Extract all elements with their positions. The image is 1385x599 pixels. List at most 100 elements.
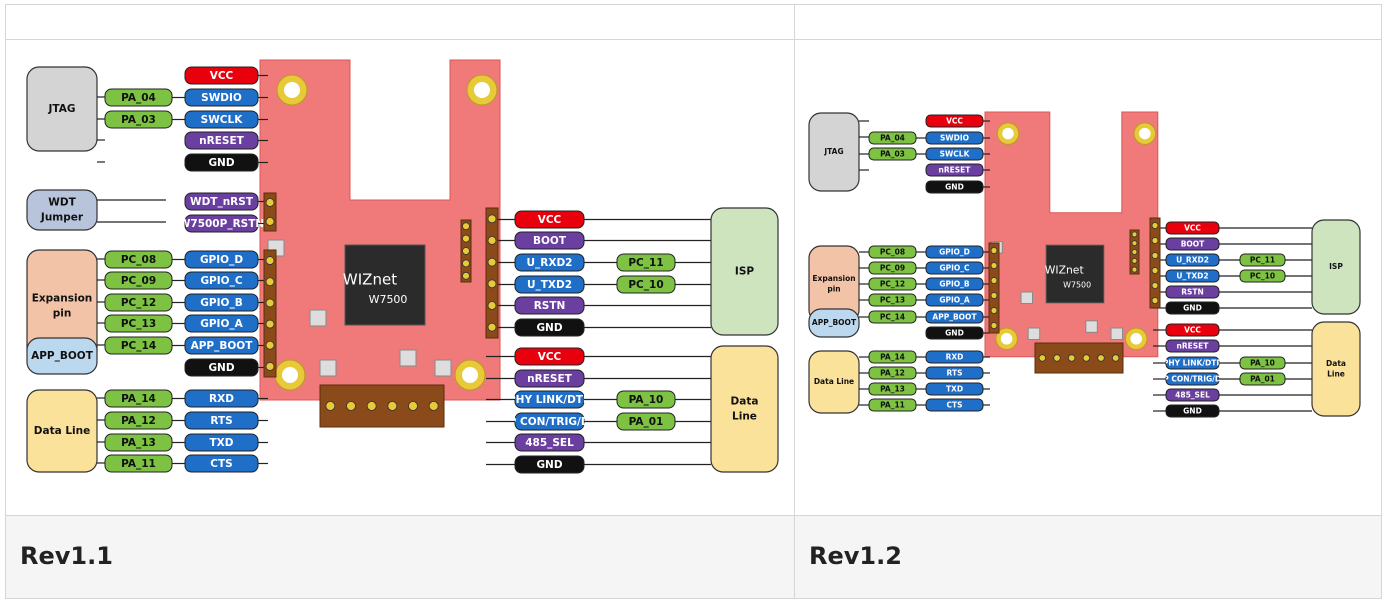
left-signal-7-text: GPIO_D [200,254,243,266]
left-signal-8-text: GPIO_C [200,275,242,287]
left-port-9-text: PC_12 [121,297,156,309]
right-port-2-text: PC_11 [628,257,663,269]
mounting-hole-center [462,367,478,383]
left-port-8-text: PC_13 [880,296,905,305]
group-data_line-box [26,389,98,473]
header-pin [462,271,470,280]
group-data_line_r1-text-2: Line [1327,369,1345,378]
right-port-3-text: PC_10 [628,279,663,291]
left-port-16-text: PA_11 [121,458,156,470]
right-signal-8-text: PHY LINK/DTR [508,394,591,406]
header-pin [265,298,275,308]
header-pin [1111,354,1120,362]
header-pin [265,277,275,287]
left-port-10-text: PC_13 [121,318,156,330]
header-pin [1151,222,1159,229]
group-app_boot-text: APP_BOOT [812,318,857,327]
header-pin [265,256,275,265]
header-pin [487,236,497,245]
pin-header [1034,342,1124,374]
mcu-chip [1045,244,1105,304]
left-signal-5-text: WDT_nRST [190,196,254,208]
header-pin [462,259,470,268]
rev11-caption: Rev1.1 [20,542,113,570]
right-signal-6-text: VCC [1184,326,1201,335]
left-port-1-text: PA_04 [121,92,156,104]
pin-header [485,207,499,339]
right-signal-1-text: BOOT [533,235,567,247]
left-port-7-text: PC_08 [121,254,156,266]
header-pin [462,234,470,243]
header-pin [990,307,998,314]
header-pin [428,401,439,411]
right-signal-2-text: U_RXD2 [1176,256,1209,265]
left-signal-12-text: GND [208,362,234,374]
mounting-hole-center [1139,127,1151,140]
left-port-15-text: PA_13 [121,437,156,449]
group-isp-text: ISP [1329,262,1343,271]
group-data_line_r1-text-2: Line [732,410,757,422]
chip-brand-text: WIZnet [1045,263,1084,276]
mounting-hole-center [282,367,298,383]
right-signal-2-text: U_RXD2 [527,257,573,269]
left-signal-11-text: RXD [946,353,964,362]
group-data_line_r1-text-1: Data [731,396,759,408]
header-pin [487,322,497,332]
left-port-13-text: PA_14 [121,393,156,405]
group-jtag-text: JTAG [823,147,843,156]
group-app_boot-box [808,308,860,338]
left-signal-5-text: GPIO_D [939,248,970,257]
left-signal-2-text: SWCLK [201,114,244,126]
group-exp_l1-text-1: Expansion [812,274,855,283]
right-signal-4-text: RSTN [1181,288,1204,297]
group-jtag-box [26,66,98,152]
header-pin [265,340,275,350]
header-pin [1131,231,1138,238]
header-pin [1151,282,1159,289]
smd-component [1110,327,1124,341]
left-signal-14-text: RTS [210,415,232,427]
smd-component [309,309,327,327]
right-signal-5-text: GND [1183,304,1202,313]
right-signal-11-text: GND [536,459,562,471]
left-port-8-text: PC_09 [121,275,156,287]
group-isp-text: ISP [735,266,754,278]
mounting-hole-center [1002,127,1014,140]
right-signal-0-text: VCC [538,214,562,226]
left-signal-0-text: VCC [210,70,234,82]
left-port-2-text: PA_03 [121,114,156,126]
left-signal-0-text: VCC [946,117,963,126]
left-signal-6-text: W7500P_RSTN [179,218,264,230]
right-signal-9-text: TCP CON/TRIG/DSR [1153,375,1233,384]
left-signal-9-text: APP_BOOT [932,313,977,322]
mounting-hole-center [284,82,300,98]
right-signal-3-text: U_TXD2 [1176,272,1208,281]
right-port-9-text: PA_01 [1250,375,1275,384]
left-signal-7-text: GPIO_B [939,280,970,289]
header-pin [487,279,497,289]
header-pin [325,401,336,411]
rev12-caption: Rev1.2 [809,542,902,570]
header-pin [1131,266,1138,273]
rev12-caption-cell: Rev1.2 [794,515,1382,599]
group-wdt_l1-text-1: WDT [48,197,76,209]
group-jtag-text: JTAG [48,103,76,115]
header-pin [1151,237,1159,244]
left-signal-15-text: TXD [210,437,234,449]
right-port-2-text: PC_11 [1250,256,1275,265]
group-exp_l1-text-2: pin [53,307,72,319]
header-pin [1151,297,1159,304]
left-signal-4-text: GND [945,183,964,192]
header-cell-right [794,4,1382,40]
group-data_line-box [808,350,860,414]
header-pin [387,401,398,411]
left-signal-2-text: SWCLK [940,150,971,159]
right-signal-7-text: nRESET [527,373,572,385]
left-signal-13-text: TXD [946,385,963,394]
group-data_line_r1-box [710,345,779,473]
header-pin [1038,354,1047,362]
right-signal-10-text: 485_SEL [525,437,574,449]
right-signal-10-text: 485_SEL [1175,391,1210,400]
right-port-9-text: PA_01 [629,416,664,428]
